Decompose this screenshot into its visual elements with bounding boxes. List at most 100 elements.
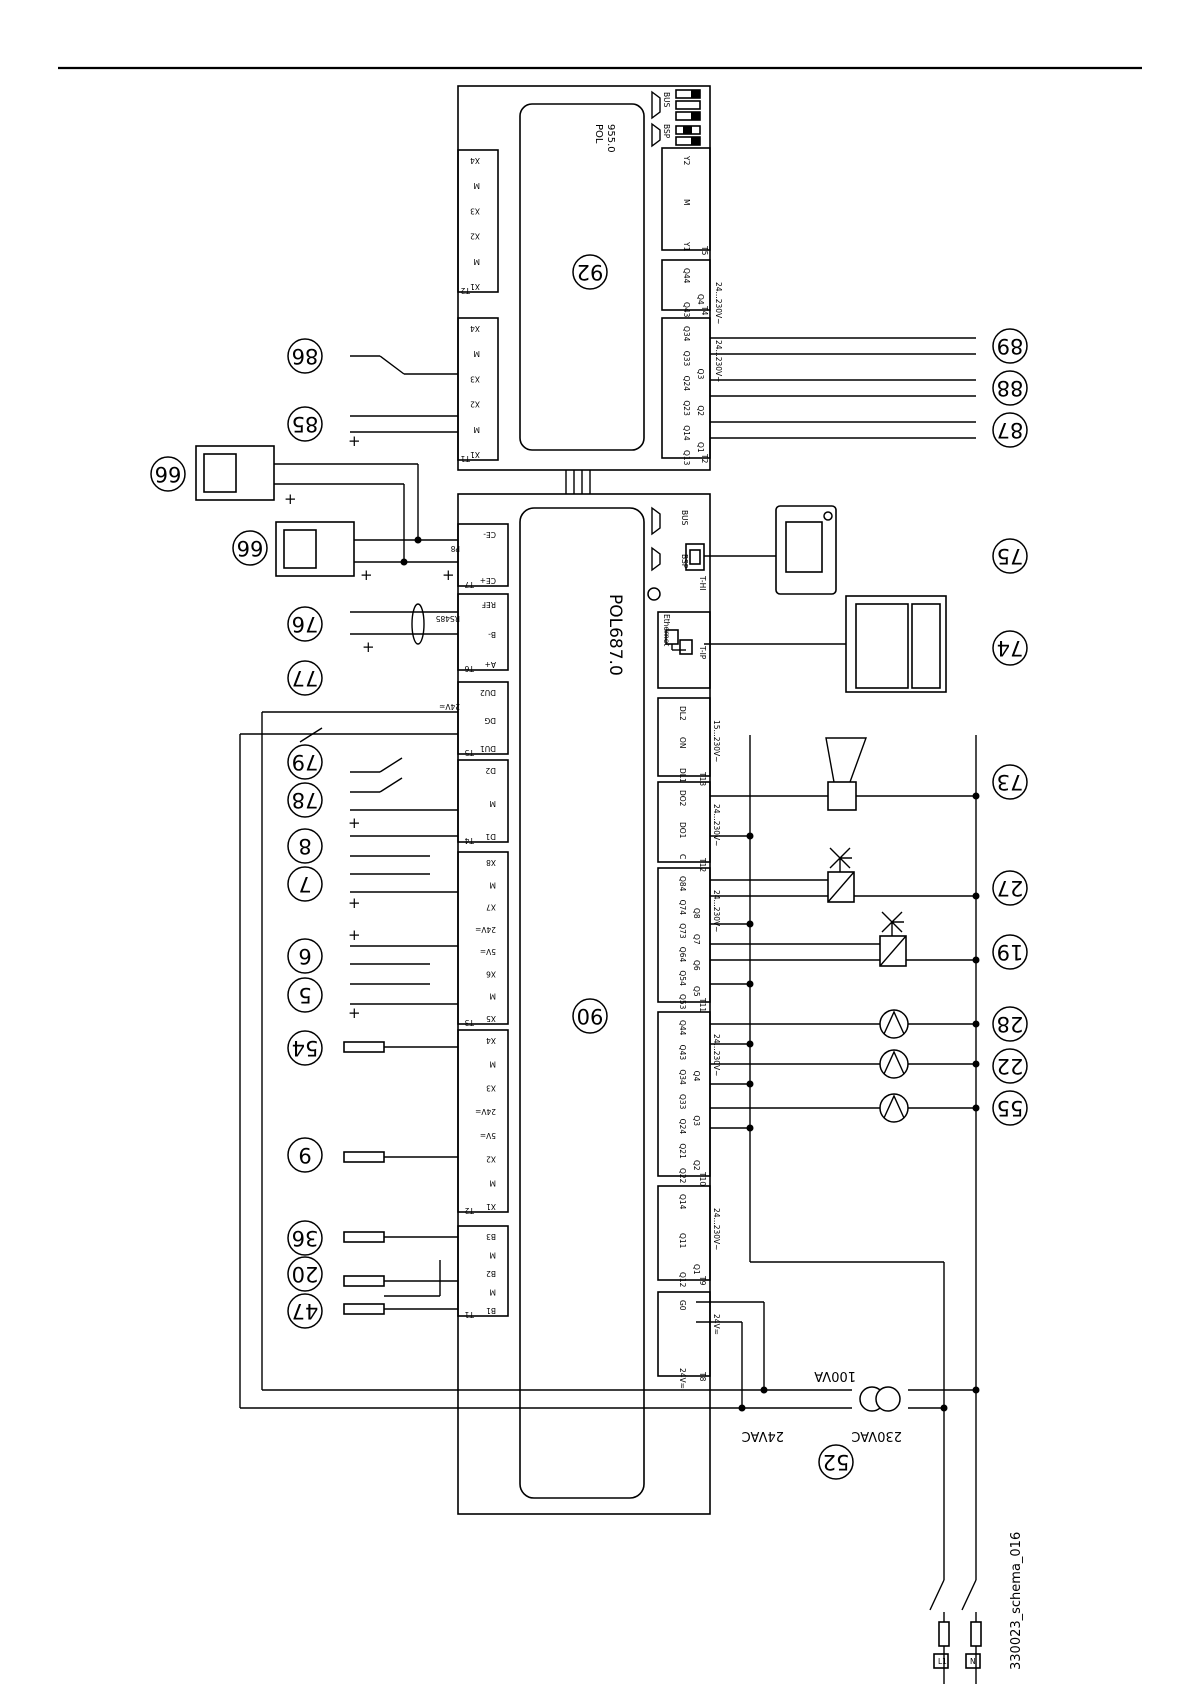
main-top-block-label: T1	[464, 1310, 475, 1319]
module-link-connector	[565, 470, 591, 494]
ref-bubble	[287, 744, 323, 780]
ext-top-pin: X2	[470, 400, 480, 409]
ext-bottom-block-label: T2	[700, 453, 709, 464]
main-bottom-pin: Q44	[678, 1020, 687, 1036]
ref-bubble-label: 78	[292, 788, 319, 812]
ref-bubble-label: 36	[292, 1226, 319, 1250]
main-bottom-relay-label: Q8	[692, 908, 701, 919]
plus-sign: +	[348, 926, 361, 944]
main-top-pin: 5V=	[480, 947, 496, 956]
main-bottom-pin: 24V≂	[678, 1368, 687, 1389]
input-wiring	[195, 355, 458, 1315]
main-bottom-relay-label: Q4	[692, 1071, 701, 1082]
ref-bubble	[992, 934, 1028, 970]
ref-bubble	[287, 1137, 323, 1173]
ext-bottom-block-note: 24...230V~	[714, 340, 723, 382]
main-bottom-block-label: T9	[698, 1275, 707, 1286]
ext-bottom-pin: Q23	[682, 400, 691, 416]
main-top-pin: B1	[486, 1306, 496, 1315]
ref-bubble	[287, 1293, 323, 1329]
main-top-pin: DU2	[480, 688, 496, 697]
ref-bubble-label: 66	[237, 536, 264, 560]
ref-bubble	[992, 538, 1028, 574]
ref-bubble-label: 89	[997, 334, 1024, 358]
ext-bottom-pin: Q13	[682, 450, 691, 466]
ref-bubble-label: 85	[292, 412, 319, 436]
main-bottom-pin: Q53	[678, 994, 687, 1010]
main-top-pin: X7	[486, 903, 496, 912]
ext-top-pin: X4	[470, 156, 480, 165]
port-bus: BUS	[680, 510, 689, 526]
ref-bubble-label: 20	[292, 1262, 319, 1286]
main-top-pin: M	[490, 1288, 496, 1297]
plus-sign: +	[348, 432, 361, 450]
ref-bubble-label: 86	[292, 344, 319, 368]
ext-bottom-block-label: T4	[700, 305, 709, 316]
ext-bottom-pin: Q34	[682, 326, 691, 342]
main-bottom-block-note: 24...230V~	[712, 1208, 721, 1250]
ref-bubble	[150, 456, 186, 492]
ref-bubble	[287, 338, 323, 374]
ref-bubble	[287, 866, 323, 902]
main-top-pin: X4	[486, 1036, 496, 1045]
plus-sign: +	[362, 638, 375, 656]
main-top-block-label: T2	[464, 1206, 475, 1215]
main-top-pin: B2	[486, 1269, 496, 1278]
main-top-pin: M	[490, 799, 496, 808]
main-top-block-label: T4	[464, 836, 475, 845]
ref-bubble	[992, 630, 1028, 666]
main-top-pin: A+	[485, 660, 496, 669]
transformer	[859, 1386, 901, 1412]
ref-bubble-label: 27	[997, 876, 1024, 900]
main-top-pin: M	[490, 1060, 496, 1069]
ext-bottom-block-note: 24...230V~	[714, 282, 723, 324]
main-bottom-pin: Q43	[678, 1045, 687, 1061]
ref-bubble-label: 73	[997, 770, 1024, 794]
main-top-pin: X2	[486, 1155, 496, 1164]
main-bottom-block-note: 15...230V~	[712, 720, 721, 762]
ext-bottom-pin: Q14	[682, 425, 691, 441]
ref-bubble	[287, 977, 323, 1013]
port-t-hi: T-HI	[698, 575, 707, 590]
ext-bottom-relay-label: Q4	[696, 294, 705, 305]
main-top-pin: REF	[482, 600, 496, 609]
ref-bubble	[992, 412, 1028, 448]
ext-top-block-label: T1	[460, 454, 471, 463]
main-bottom-pin: Q64	[678, 947, 687, 963]
ref-bubble	[232, 530, 268, 566]
plus-sign: +	[360, 566, 373, 584]
main-bottom-pin: DO2	[678, 790, 687, 807]
ext-top-pin: M	[474, 349, 480, 358]
main-bottom-pin: Q73	[678, 923, 687, 939]
ext-bottom-pin: Q33	[682, 351, 691, 367]
main-top-pin: 5V=	[480, 1131, 496, 1140]
main-bottom-pin: G0	[678, 1300, 687, 1311]
main-top-pin: CE+	[480, 576, 496, 585]
transformer-rating: 100VA	[814, 1368, 856, 1383]
ref-bubble-label: 74	[997, 636, 1024, 660]
extension-ref-bubble-label: 92	[577, 260, 604, 284]
main-top-block-label: T3	[464, 1018, 475, 1027]
plus-sign: +	[348, 814, 361, 832]
main-bottom-relay-label: Q6	[692, 960, 701, 971]
main-bottom-block-note: 24...230V~	[712, 804, 721, 846]
ref-bubble	[992, 1048, 1028, 1084]
operator-panels	[704, 505, 947, 693]
main-bottom-block-label: T10	[698, 1171, 707, 1186]
main-top-pin: D2	[485, 766, 496, 775]
main-bottom-relay-label: Q3	[692, 1115, 701, 1126]
main-top-pin: 24V=	[475, 925, 496, 934]
transformer-ref-bubble-label: 52	[823, 1450, 850, 1474]
main-bottom-block-label: T13	[698, 771, 707, 786]
ext-top-pin: X1	[470, 450, 480, 459]
transformer-ref-bubble	[818, 1444, 854, 1480]
ref-bubble	[287, 782, 323, 818]
ext-bottom-relay-label: Q3	[696, 369, 705, 380]
ref-bubble-label: 7	[298, 872, 311, 896]
main-bottom-block-label: T11	[698, 997, 707, 1012]
main-bottom-pin: Q24	[678, 1119, 687, 1135]
main-top-pin: M	[490, 1178, 496, 1187]
extension-model-line1: POL	[593, 124, 604, 144]
main-top-pin: DG	[484, 716, 496, 725]
main-bottom-pin: Q22	[678, 1168, 687, 1184]
